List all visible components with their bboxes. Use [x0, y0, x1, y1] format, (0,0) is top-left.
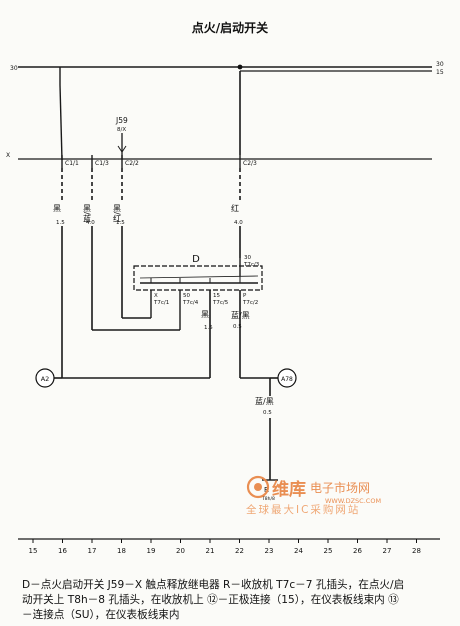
watermark-tagline: 电子市场网: [310, 480, 370, 495]
component-d-pin-wires: [150, 290, 241, 378]
wire-blue-black-gauge: 0.5: [233, 324, 242, 330]
pin-t7c-2: T7c/2: [242, 300, 258, 306]
pin-d-x: X: [154, 293, 158, 299]
pin-t7c-1: T7c/1: [153, 300, 169, 306]
connector-a2-label: A2: [41, 375, 50, 383]
pin-t7c-5: T7c/5: [212, 300, 229, 306]
component-d-contact: [139, 275, 259, 279]
connector-a2: [35, 368, 55, 388]
ruler-number: 20: [176, 547, 185, 555]
ruler-number: 16: [58, 547, 67, 555]
j59-pin-label: 8/X: [117, 127, 126, 133]
rail-30-right-label: 30: [436, 61, 444, 68]
ruler-number: 21: [206, 547, 215, 555]
pin-d-p: P: [243, 293, 247, 299]
component-d-box: [133, 265, 263, 291]
connector-a78-label: A78: [281, 376, 293, 383]
legend-line: －连接点（SU），在仪表板线束内: [22, 609, 180, 621]
ruler-number: 23: [265, 547, 274, 555]
pin-d-15: 15: [213, 293, 220, 299]
wire-black-low-color: 黑: [201, 310, 210, 319]
wire-black-red-color: 黑/红: [113, 204, 122, 223]
watermark-brand: 维库: [272, 479, 306, 500]
ruler-number: 19: [147, 547, 156, 555]
wire-j59: [121, 145, 127, 153]
watermark: 维库 电子市场网 WWW.DZSC.COM 全球最大IC采购网站: [246, 475, 381, 516]
pin-t7c-3: T7c/3: [243, 262, 260, 268]
wire-black-blue-color: 黑/蓝: [83, 204, 92, 223]
wire-black-red-gauge: 1.5: [116, 220, 125, 226]
wire-black-low-gauge: 1.5: [204, 325, 213, 331]
pin-c1-3: C1/3: [95, 160, 109, 167]
watermark-logo-icon: [246, 475, 270, 499]
pin-c2-3: C2/3: [243, 160, 257, 167]
wire-branch: [59, 84, 63, 161]
wire-blue-black-color: 蓝/黑: [231, 310, 250, 320]
pin-t7c-4: T7c/4: [182, 300, 199, 306]
ruler-number: 15: [29, 547, 38, 555]
ruler-number: 17: [88, 547, 97, 555]
wire-red-color: 红: [231, 203, 240, 212]
component-d-label: D: [192, 254, 200, 265]
wire-blue-black-low-color: 蓝/黑: [255, 396, 274, 406]
ruler-number: 24: [294, 547, 303, 555]
switch-pin-ticks: [61, 155, 241, 168]
pin-d-30: 30: [244, 255, 251, 261]
ruler-number: 26: [353, 547, 362, 555]
watermark-url: WWW.DZSC.COM: [325, 497, 381, 505]
j59-label: J59: [115, 116, 128, 125]
radio-pin-label: T8h/8: [261, 496, 275, 502]
rail-x-label: X: [6, 152, 10, 159]
ruler-number: 25: [324, 547, 333, 555]
watermark-logo-icon: [254, 483, 262, 491]
wire-black-left-color: 黑: [53, 204, 62, 213]
diagram-title: 点火/启动开关: [192, 20, 268, 35]
rail-30-left-label: 30: [10, 65, 18, 72]
ruler-number: 27: [383, 547, 392, 555]
rail-15-right-label: 15: [436, 69, 444, 76]
watermark-slogan: 全球最大IC采购网站: [246, 503, 360, 516]
wiring-diagram: 点火/启动开关 30 30 15 X J59 8/X C1/1 C1/3 C2/…: [6, 20, 444, 555]
pin-c1-1: C1/1: [65, 160, 79, 167]
ruler-number: 18: [117, 547, 126, 555]
ruler-number: 28: [412, 547, 421, 555]
legend-caption: D－点火启动开关 J59－X 触点释放继电器 R－收放机 T7c－7 孔插头，在…: [22, 578, 442, 623]
ruler-number: 22: [235, 547, 244, 555]
legend-line: 动开关上 T8h－8 孔插头，在收放机上 ⑫－正极连接（15），在仪表板线束内 …: [22, 594, 399, 606]
grid-ruler: 15 16 17 18 19 20 21 22 23 24 25 26 27 28: [29, 539, 421, 555]
wire-labels: 黑 1.5 黑/蓝 4.0 黑/红 1.5 红 4.0: [53, 203, 244, 226]
switch-wires: [61, 71, 241, 378]
wire-black-left-gauge: 1.5: [56, 220, 65, 226]
component-d-contacts: [150, 276, 241, 283]
connector-a78: [277, 368, 297, 388]
wire-red-gauge: 4.0: [234, 220, 243, 226]
wire-blue-black-low-gauge: 0.5: [263, 410, 272, 416]
junction-dot: [237, 64, 243, 70]
pin-c2-2: C2/2: [125, 160, 139, 167]
pin-d-50: 50: [183, 293, 190, 299]
wire-black-blue-gauge: 4.0: [86, 220, 95, 226]
wire-j59: [117, 145, 123, 153]
legend-line: D－点火启动开关 J59－X 触点释放继电器 R－收放机 T7c－7 孔插头，在…: [22, 579, 405, 591]
